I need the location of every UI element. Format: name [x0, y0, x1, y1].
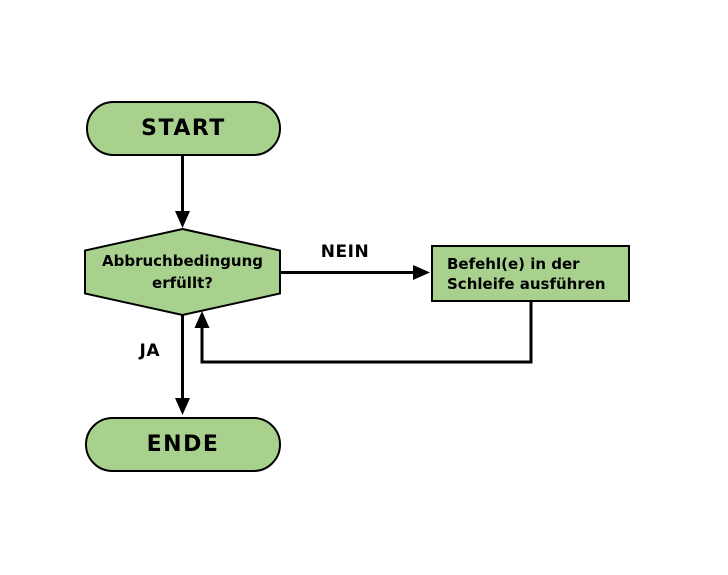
process-node: Befehl(e) in der Schleife ausführen: [431, 245, 630, 302]
arrowhead-right-into-process: [413, 265, 430, 280]
end-node: ENDE: [85, 417, 281, 472]
edge-label-nein: NEIN: [320, 242, 370, 262]
start-node-label: START: [141, 116, 226, 141]
edge-label-ja: JA: [139, 341, 160, 361]
process-node-label: Befehl(e) in der Schleife ausführen: [447, 254, 606, 293]
edge-process-loop-back: [200, 302, 533, 364]
arrowhead-down-into-decision: [175, 211, 190, 228]
end-node-label: ENDE: [146, 432, 220, 457]
decision-node-label: Abbruchbedingung erfüllt?: [101, 252, 264, 292]
start-node: START: [86, 101, 281, 156]
arrowhead-up-into-decision: [194, 311, 210, 328]
arrowhead-down-into-end: [175, 398, 190, 415]
